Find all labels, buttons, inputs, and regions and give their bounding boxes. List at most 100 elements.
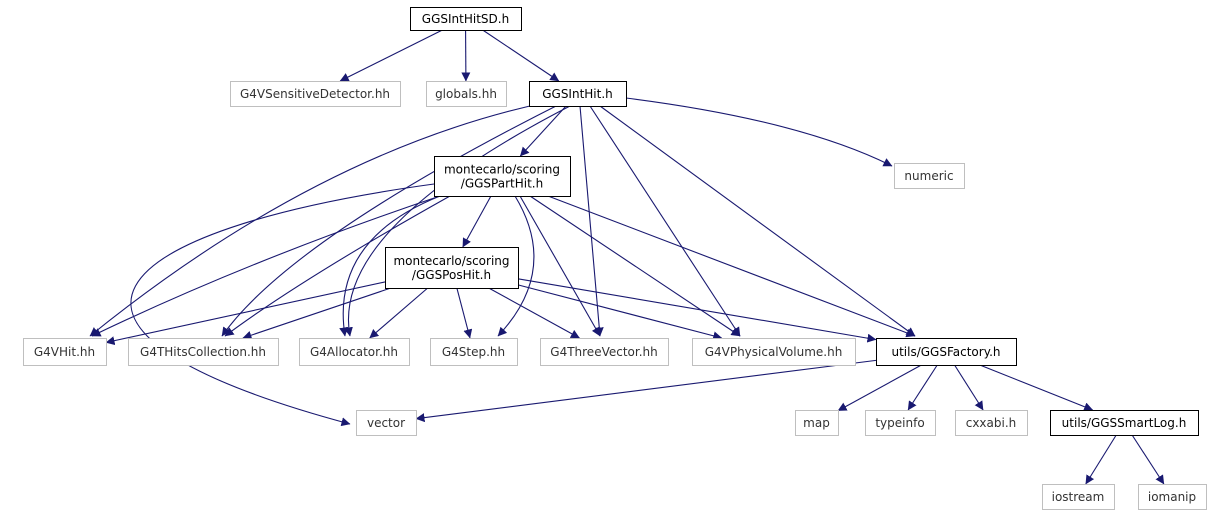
node-box [529,81,627,107]
node-label: globals.hh [435,87,497,101]
node-label: montecarlo/scoring [393,254,509,268]
edge-ggs-part-hit-to-g4-step [497,195,535,337]
node-label: G4Step.hh [442,345,505,359]
node-box [434,156,571,197]
node-label: iostream [1052,490,1105,504]
edge-ggs-part-hit-to-g4-vphysical-volume [529,195,741,337]
edge-ggs-factory-to-typeinfo [907,364,938,411]
edge-ggs-part-hit-to-ggs-factory [547,195,916,338]
node-box [385,247,519,289]
node-ggs-factory[interactable]: utils/GGSFactory.h [876,338,1017,366]
edge-ggs-pos-hit-to-g4-step [456,287,473,339]
node-label: /GGSPosHit.h [412,268,491,282]
node-label: numeric [904,169,953,183]
edge-ggs-int-hit-to-g4-vphysical-volume [589,105,741,337]
node-label: utils/GGSSmartLog.h [1062,416,1187,430]
edge-ggs-part-hit-to-g4-allocator [339,195,441,337]
node-iomanip: iomanip [1138,484,1207,510]
node-label: GGSIntHit.h [542,87,613,101]
edge-ggs-factory-to-vector [415,359,877,423]
node-box [426,81,507,107]
node-g4-thits-collection: G4THitsCollection.hh [128,338,279,366]
edge-ggs-factory-to-map [837,364,922,412]
edge-ggs-int-hit-to-ggs-factory [599,105,916,337]
edge-layer [89,29,1165,485]
node-label: G4THitsCollection.hh [140,345,266,359]
node-box [540,338,669,366]
node-ggs-part-hit[interactable]: montecarlo/scoring/GGSPartHit.h [434,156,571,197]
node-box [1050,410,1199,436]
node-map: map [795,410,839,436]
edge-ggs-part-hit-to-ggs-pos-hit [462,195,492,248]
edge-ggs-part-hit-to-vector [130,183,435,427]
node-ggs-smart-log[interactable]: utils/GGSSmartLog.h [1050,410,1199,436]
node-label: typeinfo [875,416,924,430]
node-label: vector [367,416,405,430]
node-label: GGSIntHitSD.h [422,12,509,26]
node-g4-vphysical-volume: G4VPhysicalVolume.hh [692,338,856,366]
node-ggs-int-hit-sd[interactable]: GGSIntHitSD.h [410,7,522,31]
edge-ggs-factory-to-ggs-smart-log [979,364,1094,412]
node-g4-three-vector: G4ThreeVector.hh [540,338,669,366]
node-label: iomanip [1148,490,1196,504]
node-box [1138,484,1207,510]
edge-ggs-smart-log-to-iomanip [1131,434,1165,485]
node-box [356,410,417,436]
node-box [692,338,856,366]
node-ggs-pos-hit[interactable]: montecarlo/scoring/GGSPosHit.h [385,247,519,289]
node-box [299,338,410,366]
node-vector: vector [356,410,417,436]
node-label: G4ThreeVector.hh [550,345,657,359]
edge-ggs-int-hit-to-g4-allocator [344,105,571,337]
node-box [430,338,518,366]
node-label: /GGSPartHit.h [461,177,543,191]
node-g4-vsensitive-detector: G4VSensitiveDetector.hh [230,81,401,107]
edge-ggs-part-hit-to-g4-three-vector [519,195,601,337]
node-box [865,410,936,436]
node-ggs-int-hit[interactable]: GGSIntHit.h [529,81,627,107]
node-box [795,410,839,436]
edge-ggs-part-hit-to-g4-thits-collection [224,195,451,337]
node-typeinfo: typeinfo [865,410,936,436]
node-label: G4VSensitiveDetector.hh [240,87,390,101]
edge-ggs-factory-to-cxxabi [954,364,984,411]
node-globals: globals.hh [426,81,507,107]
node-box [23,338,107,366]
node-cxxabi: cxxabi.h [955,410,1028,436]
node-box [410,7,522,31]
node-label: G4Allocator.hh [310,345,398,359]
node-g4-step: G4Step.hh [430,338,518,366]
edge-ggs-int-hit-to-g4-thits-collection [221,103,561,337]
edge-ggs-int-hit-to-numeric [625,97,893,167]
node-label: cxxabi.h [966,416,1017,430]
edge-ggs-part-hit-to-g4-vhit [91,195,441,337]
node-box [894,163,965,189]
node-label: map [803,416,830,430]
node-g4-vhit: G4VHit.hh [23,338,107,366]
node-box [128,338,279,366]
edge-ggs-int-hit-sd-to-ggs-int-hit [482,29,560,82]
node-g4-allocator: G4Allocator.hh [299,338,410,366]
node-label: montecarlo/scoring [444,163,560,177]
edge-ggs-int-hit-to-g4-three-vector [579,105,604,337]
node-label: G4VPhysicalVolume.hh [705,345,843,359]
edge-ggs-pos-hit-to-g4-vphysical-volume [517,284,723,341]
node-box [1042,484,1115,510]
node-iostream: iostream [1042,484,1115,510]
edge-ggs-pos-hit-to-g4-allocator [369,287,429,339]
edge-ggs-int-hit-to-ggs-part-hit [519,105,567,157]
edge-ggs-pos-hit-to-g4-three-vector [488,287,580,339]
edge-ggs-smart-log-to-iostream [1085,434,1117,485]
node-numeric: numeric [894,163,965,189]
node-label: utils/GGSFactory.h [891,345,1000,359]
edge-ggs-int-hit-to-g4-vhit [89,101,549,337]
node-label: G4VHit.hh [34,345,95,359]
edge-ggs-pos-hit-to-ggs-factory [517,278,877,343]
node-box [876,338,1017,366]
node-box [230,81,401,107]
edge-ggs-pos-hit-to-g4-vhit [105,281,386,346]
node-box [955,410,1028,436]
edge-ggs-pos-hit-to-g4-thits-collection [242,287,392,340]
